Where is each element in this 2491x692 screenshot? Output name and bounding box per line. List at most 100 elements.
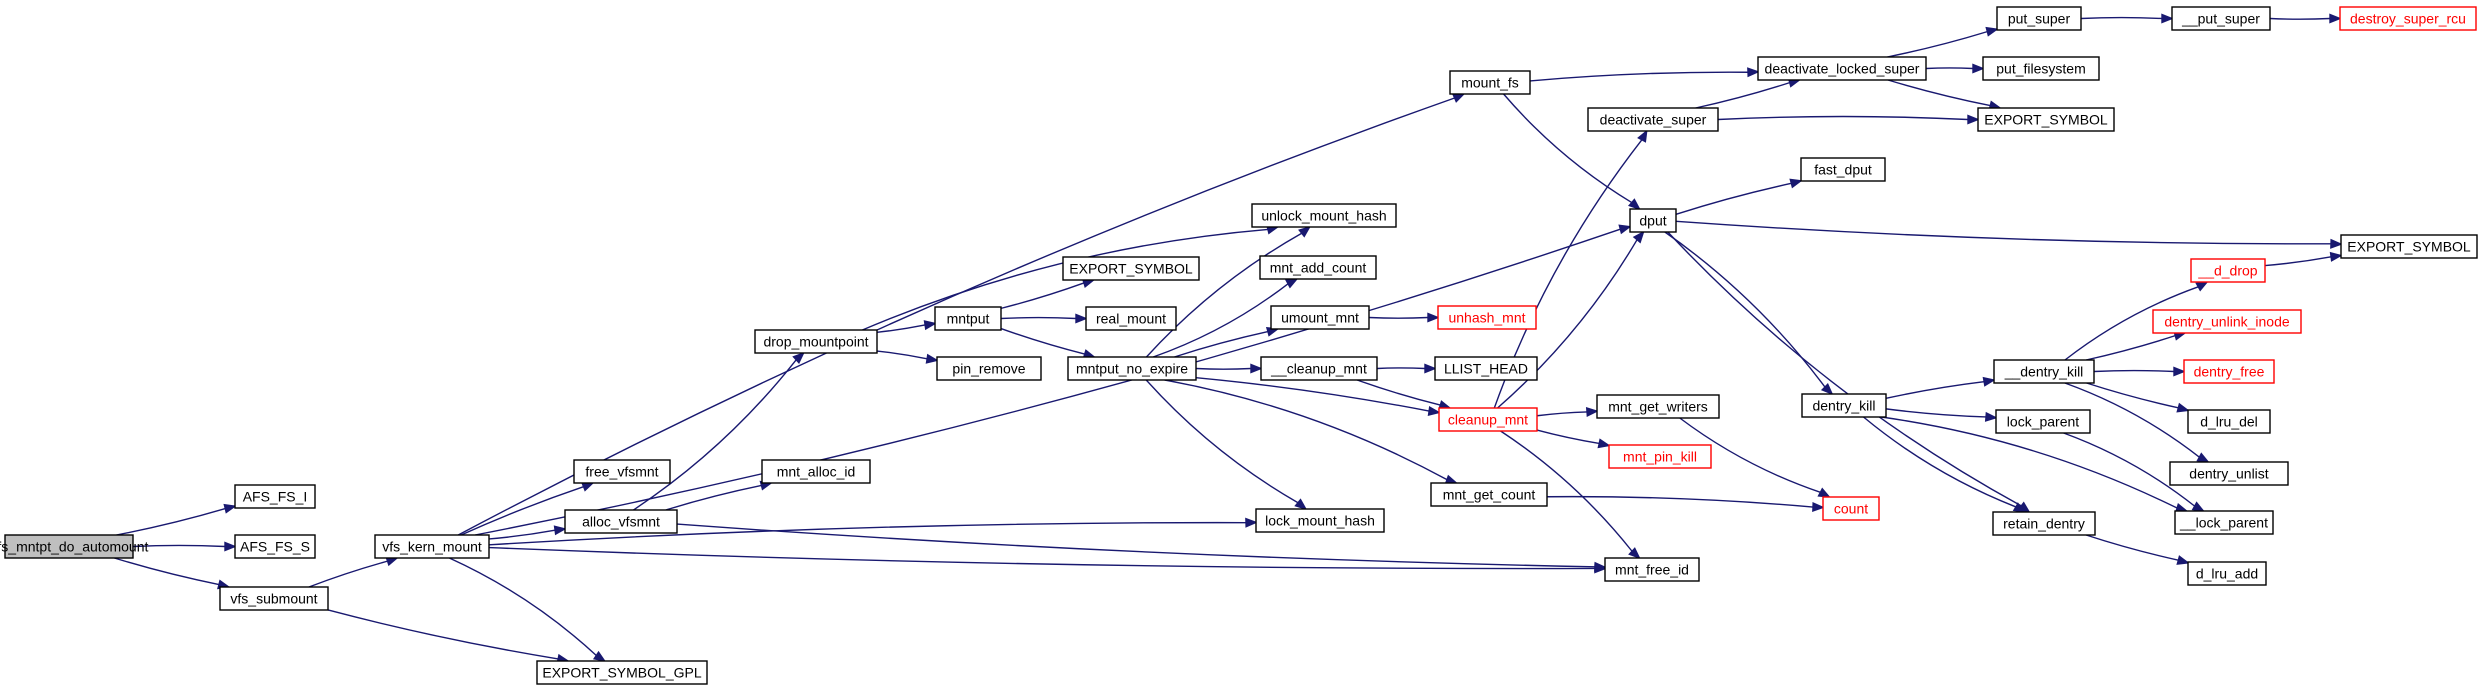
node-box	[1437, 305, 1537, 330]
node-label: dentry_kill	[1812, 398, 1875, 414]
node-root[interactable]: afs_mntpt_do_automount	[0, 534, 148, 559]
node-box	[2174, 510, 2274, 535]
node-box	[1434, 356, 1538, 381]
node-export-symbol-gpl[interactable]: EXPORT_SYMBOL_GPL	[536, 660, 708, 685]
node-drop-mountpoint[interactable]: drop_mountpoint	[754, 329, 878, 354]
edge-line	[114, 557, 220, 586]
arrowhead-icon	[1427, 312, 1440, 323]
edge-line	[2064, 382, 2200, 458]
node-afs-fs-i[interactable]: AFS_FS_I	[234, 484, 316, 509]
node-d-drop[interactable]: __d_drop	[2190, 258, 2266, 283]
arrowhead-icon	[1985, 26, 1999, 37]
arrowhead-icon	[1427, 405, 1441, 416]
arrowhead-icon	[1424, 363, 1437, 374]
edge-line	[1863, 416, 2017, 508]
node-mnt-alloc-id[interactable]: mnt_alloc_id	[761, 459, 871, 484]
node-box	[1251, 203, 1397, 228]
node-label: dentry_unlink_inode	[2164, 314, 2290, 330]
node-box	[1596, 394, 1720, 419]
edge-line	[1164, 379, 1448, 481]
node-mntput-no-expire[interactable]: mntput_no_expire	[1067, 356, 1197, 381]
node-box	[1430, 482, 1548, 507]
arrowhead-icon	[2196, 452, 2210, 463]
node-cleanup-mnt-short[interactable]: __cleanup_mnt	[1260, 356, 1378, 381]
call-edge-dput-to-fast_dput	[1675, 178, 1803, 215]
node-fast-dput[interactable]: fast_dput	[1800, 157, 1886, 182]
node-free-vfsmnt[interactable]: free_vfsmnt	[573, 459, 671, 484]
edge-line	[449, 557, 597, 656]
edge-line	[676, 523, 1596, 568]
node-lock-mount-hash[interactable]: lock_mount_hash	[1255, 508, 1385, 533]
node-put-filesystem[interactable]: put_filesystem	[1982, 56, 2100, 81]
call-edge-root-to-afs_fs_s	[132, 541, 237, 552]
node-mnt-get-writers[interactable]: mnt_get_writers	[1596, 394, 1720, 419]
node-box	[2190, 258, 2266, 283]
node-unhash-mnt[interactable]: unhash_mnt	[1437, 305, 1537, 330]
edge-line	[876, 324, 926, 333]
node-d-lru-add[interactable]: d_lru_add	[2187, 561, 2267, 586]
arrowhead-icon	[1245, 517, 1258, 528]
node-export-symbol-1[interactable]: EXPORT_SYMBOL	[1062, 256, 1200, 281]
call-edge-mntput_no_expire-to-lock_mount_hash	[1145, 379, 1308, 511]
call-edge-alloc_vfsmnt-to-mnt_alloc_id	[665, 480, 773, 511]
edge-line	[1145, 232, 1303, 358]
node-mnt-free-id[interactable]: mnt_free_id	[1604, 557, 1700, 582]
node-label: d_lru_add	[2196, 566, 2258, 582]
node-put-super-inner[interactable]: __put_super	[2171, 6, 2271, 31]
node-mntput[interactable]: mntput	[934, 306, 1002, 331]
node-cleanup-mnt[interactable]: cleanup_mnt	[1438, 407, 1538, 432]
call-edge-dentry_kill-to-retain_dentry	[1863, 416, 2027, 513]
node-deactivate-locked-super[interactable]: deactivate_locked_super	[1757, 56, 1927, 81]
node-dentry-kill-inner[interactable]: __dentry_kill	[1993, 359, 2095, 384]
edge-line	[1195, 367, 1252, 370]
node-dentry-unlist[interactable]: dentry_unlist	[2169, 461, 2289, 486]
node-mnt-get-count[interactable]: mnt_get_count	[1430, 482, 1548, 507]
node-label: pin_remove	[952, 361, 1025, 377]
node-pin-remove[interactable]: pin_remove	[936, 356, 1042, 381]
edge-line	[1145, 379, 1299, 504]
node-lock-parent[interactable]: lock_parent	[1995, 409, 2091, 434]
arrowhead-icon	[2173, 366, 2186, 377]
node-lock-parent-inner[interactable]: __lock_parent	[2174, 510, 2274, 535]
node-count[interactable]: count	[1822, 496, 1880, 521]
node-box	[2171, 6, 2271, 31]
node-alloc-vfsmnt[interactable]: alloc_vfsmnt	[564, 509, 678, 534]
node-dentry-unlink-inode[interactable]: dentry_unlink_inode	[2152, 309, 2302, 334]
node-umount-mnt[interactable]: umount_mnt	[1270, 305, 1370, 330]
arrowhead-icon	[1250, 363, 1263, 374]
node-put-super[interactable]: put_super	[1996, 6, 2082, 31]
edge-line	[1497, 239, 1638, 409]
call-edge-d_drop-to-export_symbol_3	[2264, 251, 2343, 267]
node-dentry-free[interactable]: dentry_free	[2183, 359, 2275, 384]
edge-line	[2269, 17, 2331, 20]
node-vfs-kern-mount[interactable]: vfs_kern_mount	[374, 534, 490, 559]
node-vfs-submount[interactable]: vfs_submount	[219, 586, 329, 611]
edge-line	[2085, 334, 2176, 361]
node-export-symbol-3[interactable]: EXPORT_SYMBOL	[2340, 234, 2478, 259]
arrowhead-icon	[1627, 198, 1641, 211]
node-mnt-add-count[interactable]: mnt_add_count	[1259, 255, 1377, 280]
node-box	[1801, 393, 1887, 418]
node-destroy-super-rcu[interactable]: destroy_super_rcu	[2339, 6, 2477, 31]
node-label: count	[1834, 501, 1868, 517]
edge-line	[1885, 380, 1985, 400]
node-afs-fs-s[interactable]: AFS_FS_S	[234, 534, 316, 559]
node-deactivate-super[interactable]: deactivate_super	[1587, 107, 1719, 132]
node-export-symbol-2[interactable]: EXPORT_SYMBOL	[1977, 107, 2115, 132]
node-mount-fs[interactable]: mount_fs	[1449, 70, 1531, 95]
edge-line	[1717, 115, 1969, 121]
node-label: d_lru_del	[2200, 414, 2258, 430]
node-dput[interactable]: dput	[1629, 208, 1677, 233]
node-llist-head[interactable]: LLIST_HEAD	[1434, 356, 1538, 381]
node-dentry-kill[interactable]: dentry_kill	[1801, 393, 1887, 418]
function-nodes: afs_mntpt_do_automountAFS_FS_IAFS_FS_Svf…	[0, 6, 2478, 685]
edge-line	[1695, 81, 1790, 109]
node-d-lru-del[interactable]: d_lru_del	[2187, 409, 2271, 434]
node-real-mount[interactable]: real_mount	[1085, 306, 1177, 331]
node-box	[2169, 461, 2289, 486]
node-unlock-mount-hash[interactable]: unlock_mount_hash	[1251, 203, 1397, 228]
node-retain-dentry[interactable]: retain_dentry	[1992, 511, 2096, 536]
node-box	[1608, 444, 1712, 469]
node-mnt-pin-kill[interactable]: mnt_pin_kill	[1608, 444, 1712, 469]
edge-line	[2063, 432, 2196, 507]
